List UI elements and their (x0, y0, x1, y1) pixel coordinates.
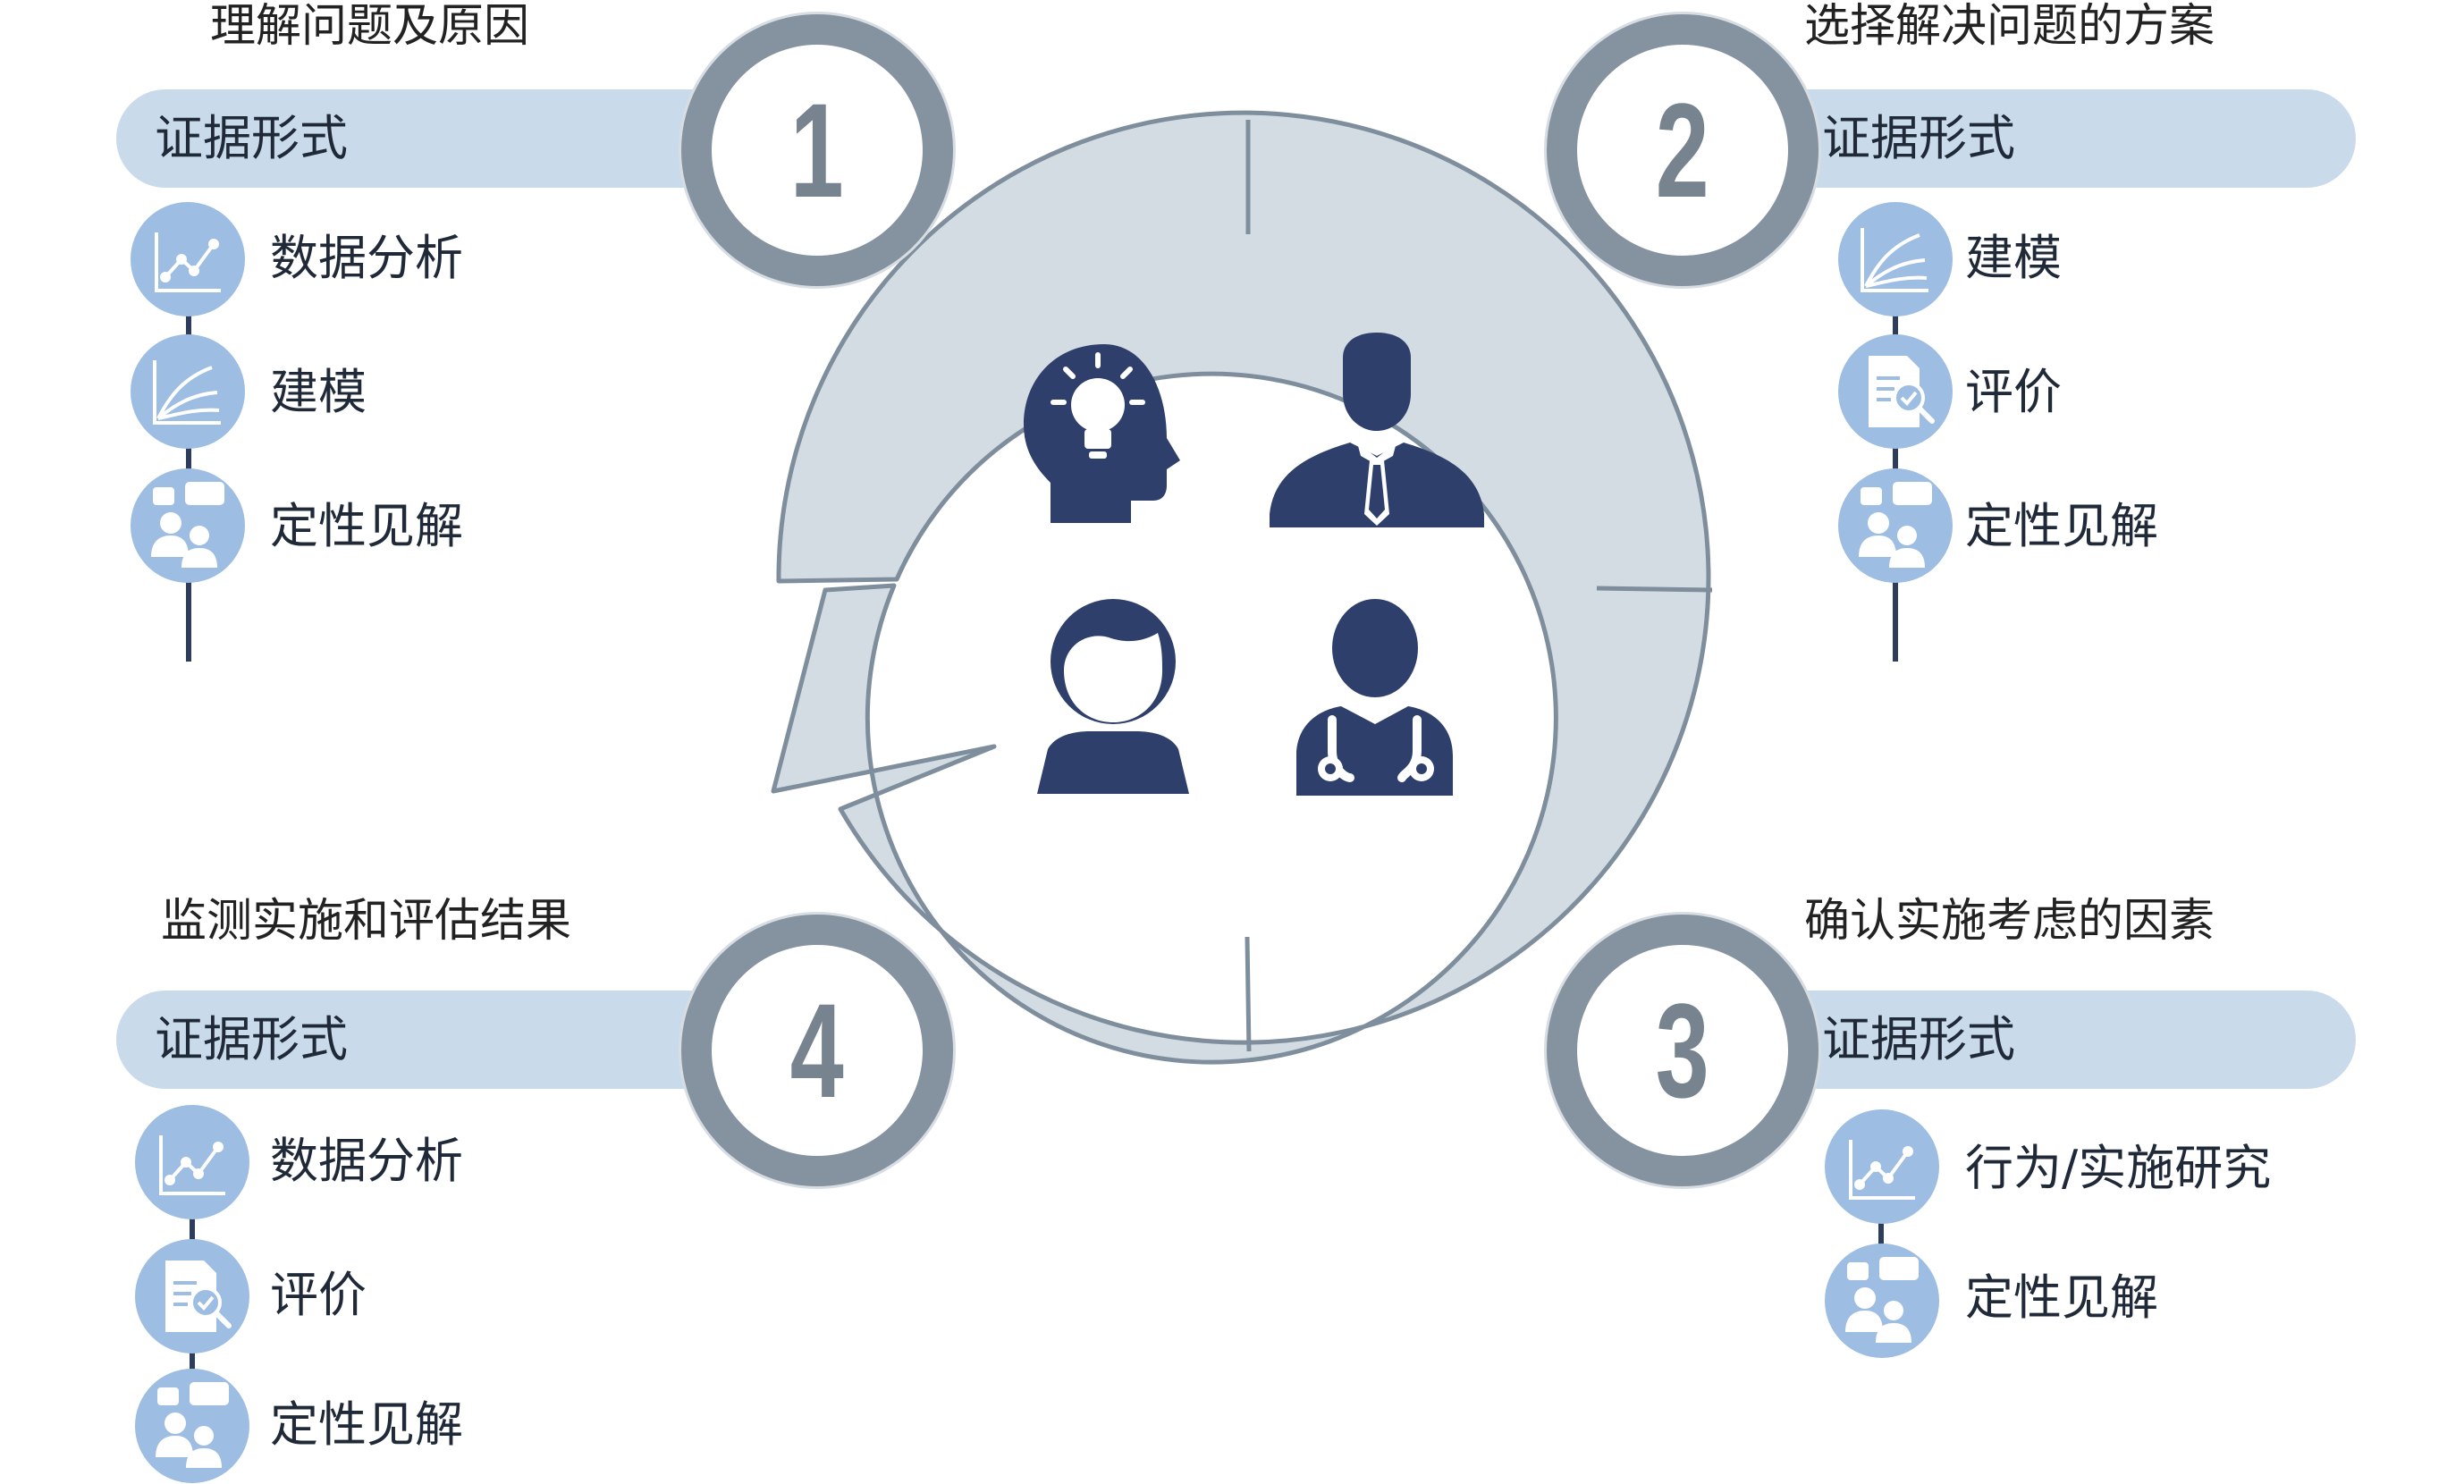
ring-divider-right (1596, 586, 1713, 593)
ring-divider-bottom (1245, 936, 1252, 1052)
stage-3-item-1-label: 行为/实施研究 (1965, 1140, 2272, 1196)
line-chart-icon (1825, 1109, 1939, 1224)
stage-4-number: 4 (789, 975, 845, 1126)
stage-2-badge: 2 (1547, 14, 1818, 286)
document-review-icon (1838, 334, 1953, 449)
stage-4-evidence-label: 证据形式 (155, 1011, 348, 1067)
stage-4-badge: 4 (681, 915, 953, 1186)
line-chart-icon (131, 202, 245, 316)
stage-1-item-3-label: 定性见解 (270, 498, 463, 554)
chat-people-icon (1838, 468, 1953, 583)
line-chart-icon (135, 1105, 249, 1219)
stage-3-badge: 3 (1547, 915, 1818, 1186)
stage-2-number: 2 (1655, 75, 1710, 225)
stage-2-title: 选择解决问题的方案 (1804, 0, 2215, 53)
chat-people-icon (135, 1369, 249, 1483)
curves-chart-icon (1838, 202, 1953, 316)
stage-3-connector (1878, 1171, 1884, 1314)
stage-4-item-2-label: 评价 (270, 1267, 367, 1323)
stage-3-number: 3 (1655, 975, 1710, 1126)
stage-3-title: 确认实施考虑的因素 (1804, 895, 2215, 948)
curves-chart-icon (131, 334, 245, 449)
businessman-icon (1270, 333, 1484, 527)
stage-2-evidence-bar (1752, 89, 2356, 188)
woman-icon (1037, 599, 1189, 794)
stage-3-item-2-label: 定性见解 (1965, 1269, 2158, 1326)
stage-2-evidence-label: 证据形式 (1822, 110, 2015, 166)
stage-1-evidence-label: 证据形式 (155, 110, 348, 166)
chat-people-icon (131, 468, 245, 583)
stage-1-number: 1 (789, 75, 845, 225)
stage-4-title: 监测实施和评估结果 (161, 895, 572, 948)
stage-1-item-1-label: 数据分析 (270, 230, 463, 286)
stage-1-item-2-label: 建模 (270, 364, 367, 420)
stage-4-evidence-bar (116, 991, 742, 1089)
stage-2-item-3-label: 定性见解 (1965, 498, 2158, 554)
stage-2-connector (1893, 259, 1898, 662)
stage-4-item-1-label: 数据分析 (270, 1133, 463, 1189)
stage-3-evidence-bar (1752, 991, 2356, 1089)
stage-1-evidence-bar (116, 89, 742, 188)
doctor-icon (1296, 599, 1453, 796)
stage-1-badge: 1 (681, 14, 953, 286)
stage-4-item-3-label: 定性见解 (270, 1396, 463, 1453)
stage-2-item-1-label: 建模 (1965, 230, 2062, 286)
stage-3-evidence-label: 证据形式 (1822, 1011, 2015, 1067)
cycle-ring (771, 110, 1711, 1065)
stage-1-connector (186, 259, 191, 662)
stage-2-item-2-label: 评价 (1965, 364, 2062, 420)
stage-1-title: 理解问题及原因 (210, 0, 530, 53)
document-review-icon (135, 1239, 249, 1353)
chat-people-icon (1825, 1244, 1939, 1358)
head-lightbulb-icon (1024, 344, 1180, 523)
